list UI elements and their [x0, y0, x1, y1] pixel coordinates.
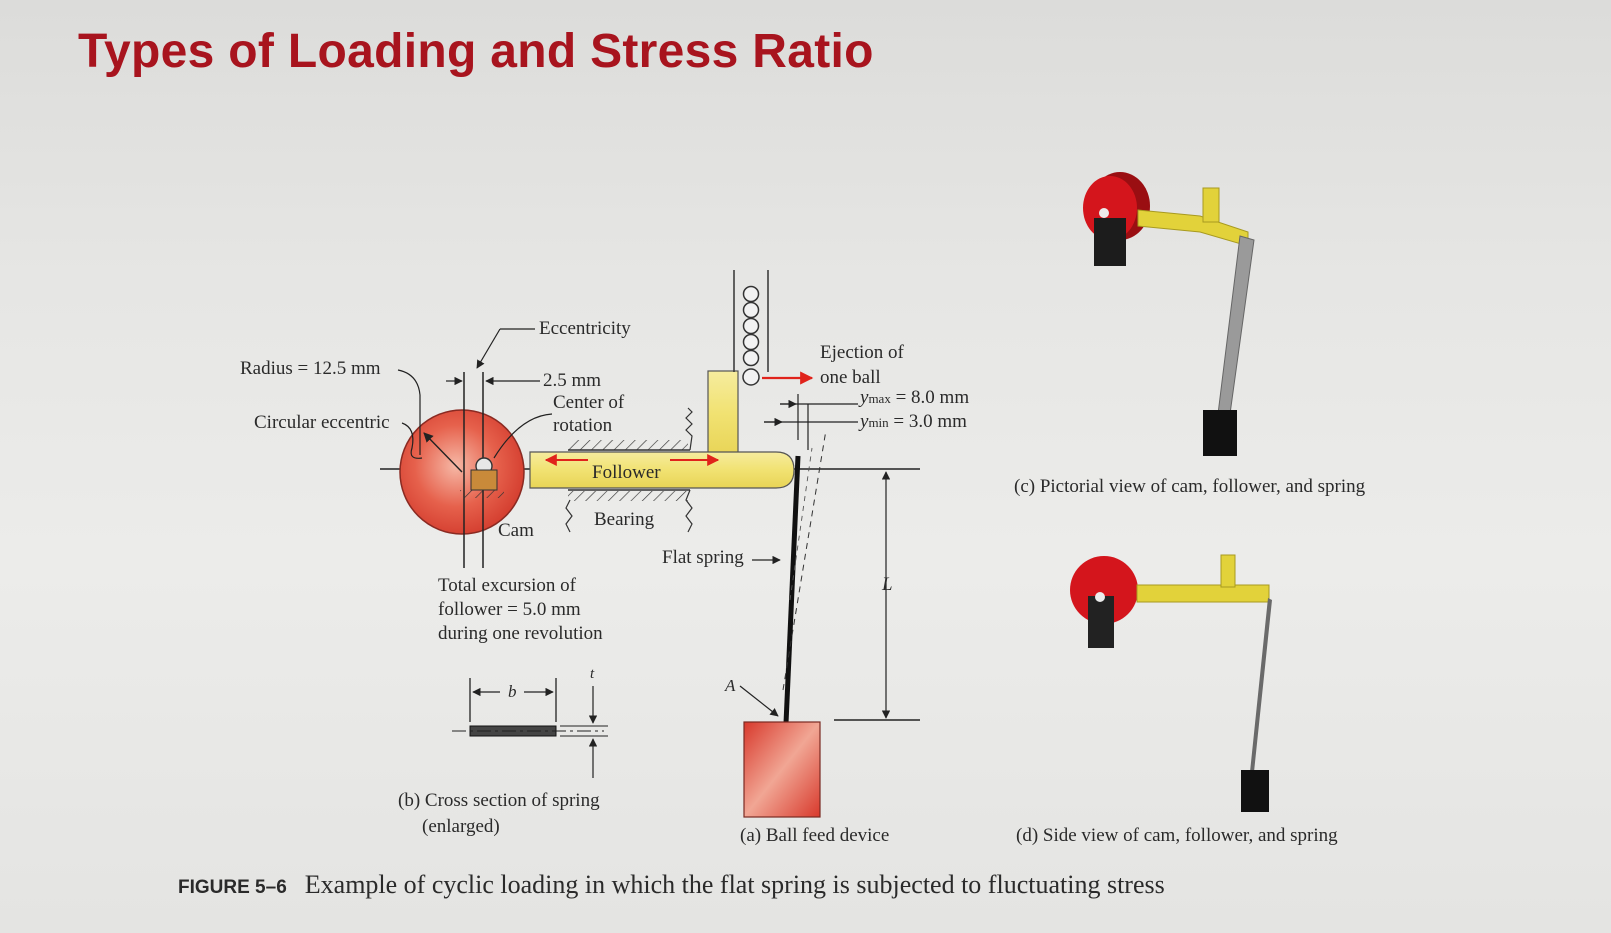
figure-number: FIGURE 5–6	[178, 877, 287, 898]
spring-clamp-block	[743, 721, 821, 818]
pictorial-view-model	[1083, 172, 1255, 456]
balls	[742, 285, 760, 386]
label-cam: Cam	[498, 520, 534, 541]
label-eccentricity: Eccentricity	[539, 318, 631, 339]
side-view-model	[1070, 554, 1272, 812]
label-ymax: ymax = 8.0 mm	[860, 386, 969, 411]
follower-stem	[707, 370, 739, 457]
label-center-of-rotation-2: rotation	[553, 415, 613, 436]
label-circular-eccentric: Circular eccentric	[254, 412, 390, 433]
label-center-of-rotation-1: Center of	[553, 392, 625, 413]
label-ejection-1: Ejection of	[820, 342, 904, 363]
circular-eccentric-leader	[401, 422, 423, 459]
radius-arrow	[423, 432, 463, 473]
bearing-top-hatch	[568, 440, 688, 450]
figure-text: Example of cyclic loading in which the f…	[304, 870, 1165, 899]
label-excursion-1: Total excursion of	[438, 575, 576, 596]
label-ymin: ymin = 3.0 mm	[860, 410, 967, 435]
eccentricity-leader-diag	[476, 328, 501, 369]
center-of-rotation-leader	[493, 413, 553, 459]
caption-b-line2: (enlarged)	[422, 816, 500, 837]
caption-a: (a) Ball feed device	[740, 825, 890, 846]
label-excursion-3: during one revolution	[438, 623, 603, 644]
label-L: L	[882, 574, 893, 595]
label-dim-2-5mm: 2.5 mm	[543, 370, 602, 391]
slide-title: Types of Loading and Stress Ratio	[78, 25, 874, 78]
caption-b-line1: (b) Cross section of spring	[398, 790, 600, 811]
label-b: b	[508, 682, 517, 701]
ymax-subscript: max	[868, 391, 891, 406]
ymax-value: = 8.0 mm	[890, 387, 970, 408]
cam-shaft-ground	[460, 490, 504, 498]
label-A: A	[725, 676, 736, 695]
ymax-symbol: y	[860, 387, 869, 408]
label-radius: Radius = 12.5 mm	[240, 358, 381, 379]
follower-body	[529, 451, 795, 489]
caption-c: (c) Pictorial view of cam, follower, and…	[1014, 476, 1366, 497]
label-t: t	[590, 666, 595, 682]
caption-d: (d) Side view of cam, follower, and spri…	[1016, 825, 1338, 846]
ymin-symbol: y	[860, 411, 869, 432]
bearing-bottom-hatch	[568, 491, 688, 501]
ymin-subscript: min	[868, 415, 889, 430]
ymin-value: = 3.0 mm	[888, 411, 967, 432]
label-flat-spring: Flat spring	[662, 547, 744, 568]
label-bearing: Bearing	[594, 509, 655, 530]
bearing-bottom-bracket-left	[565, 499, 573, 533]
cam-shaft-support	[470, 469, 498, 491]
label-follower: Follower	[592, 462, 661, 483]
bearing-bottom-bracket	[685, 489, 693, 533]
bearing-top-bracket	[685, 407, 693, 451]
label-ejection-2: one ball	[820, 367, 881, 388]
radius-leader	[397, 369, 421, 455]
figure-caption: FIGURE 5–6 Example of cyclic loading in w…	[178, 870, 1165, 900]
label-excursion-2: follower = 5.0 mm	[438, 599, 581, 620]
A-leader	[739, 685, 779, 717]
